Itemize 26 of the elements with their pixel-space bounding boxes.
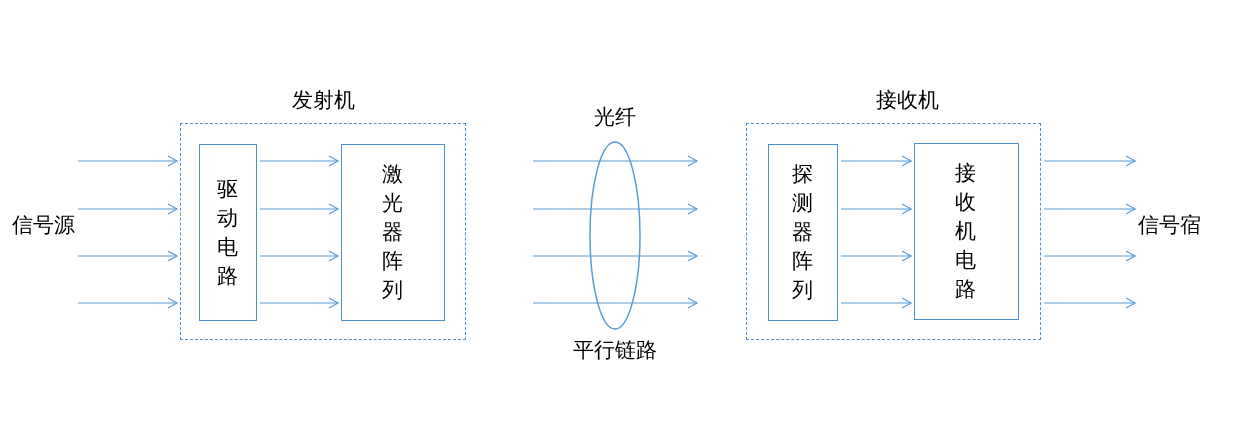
arrow [840,155,912,167]
arrow [77,203,178,215]
arrow [1043,155,1136,167]
process-box: 驱动电路 [199,144,257,321]
link-caption: 平行链路 [573,337,657,364]
group-heading: 接收机 [875,87,939,114]
arrow [77,155,178,167]
endpoint-label: 信号宿 [1138,211,1201,239]
endpoint-label: 信号源 [12,211,75,239]
arrow [259,155,339,167]
arrow [1043,297,1136,309]
arrow [77,297,178,309]
arrow [1043,203,1136,215]
group-heading: 发射机 [291,87,355,114]
arrow [1043,250,1136,262]
arrow [259,297,339,309]
arrow [840,250,912,262]
process-box: 接收机电路 [914,143,1019,320]
process-box: 探测器阵列 [768,144,838,321]
arrow [77,250,178,262]
arrow [840,203,912,215]
arrow [259,203,339,215]
process-box: 激光器阵列 [341,144,445,321]
arrow [259,250,339,262]
arrow [840,297,912,309]
ellipse-label: 光纤 [594,104,636,131]
